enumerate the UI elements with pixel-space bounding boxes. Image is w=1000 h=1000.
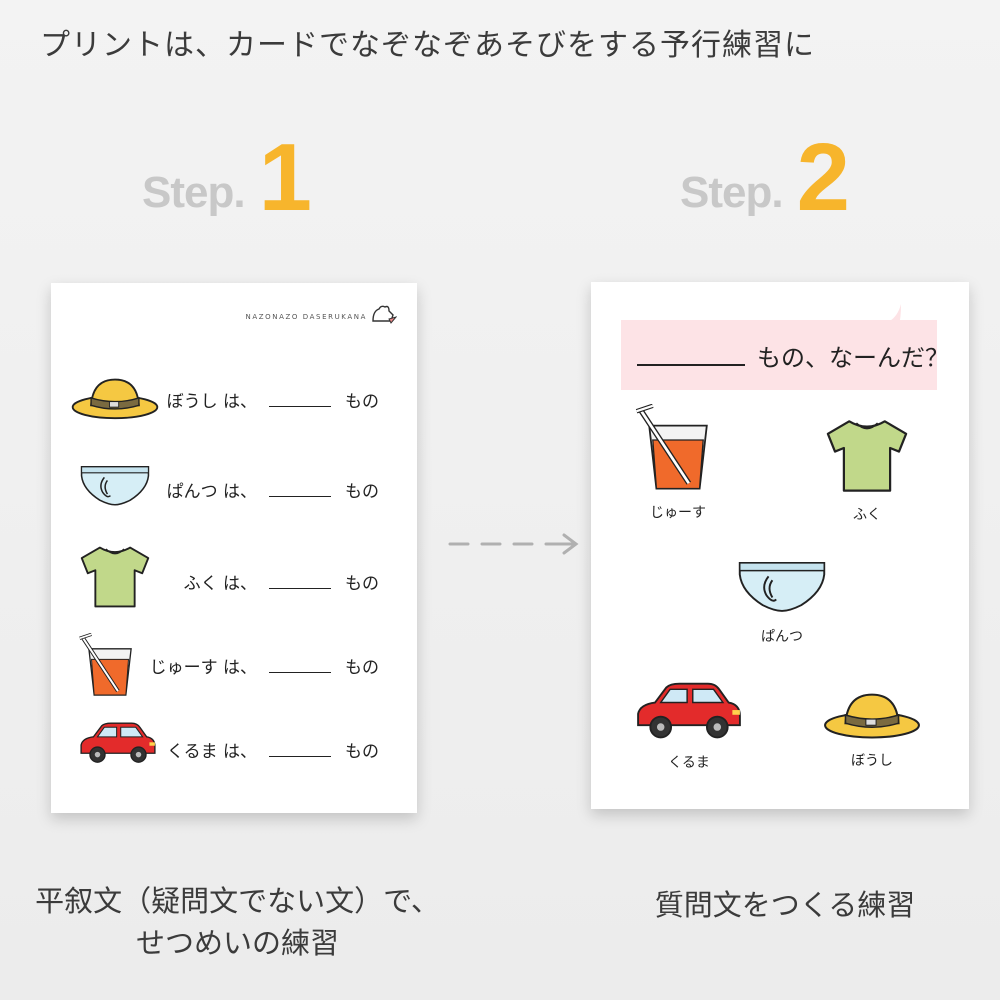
particle: は、 [223, 574, 257, 594]
list-item: ぱんつ は、 もの [51, 459, 417, 519]
list-item: ふく は、 もの [51, 551, 417, 611]
step-2-heading: Step. 2 [680, 130, 850, 226]
particle: は、 [223, 392, 257, 412]
card-item: ぼうし [821, 686, 923, 770]
sentence: じゅーす は、 もの [150, 653, 379, 678]
card-item: くるま [631, 678, 747, 772]
card-item: ぱんつ [734, 554, 830, 646]
list-item: くるま は、 もの [51, 719, 417, 779]
suffix: もの [345, 482, 379, 502]
answer-blank[interactable] [269, 482, 331, 497]
step-1-heading: Step. 1 [142, 130, 312, 226]
item-label: くるま [668, 755, 710, 771]
sentence: ぼうし は、 もの [167, 387, 379, 412]
item-word: ぼうし [166, 392, 218, 412]
particle: は、 [223, 742, 257, 762]
particle: は、 [223, 658, 257, 678]
particle: は、 [223, 482, 257, 502]
question-bubble: もの、なーんだ？ [621, 320, 949, 390]
item-word: ふく [183, 574, 218, 594]
item-label: ふく [853, 507, 881, 523]
shirt-icon [77, 543, 153, 611]
step-word: Step. [680, 168, 784, 217]
car-icon [77, 717, 159, 769]
sentence: ふく は、 もの [184, 569, 379, 594]
item-word: くるま [166, 742, 218, 762]
step-2-caption: 質問文をつくる練習 [654, 888, 916, 922]
item-label: ぼうし [851, 753, 893, 769]
answer-blank[interactable] [269, 392, 331, 407]
suffix: もの [345, 658, 379, 678]
step-1-caption: 平叙文（疑問文でない文）で、 せつめいの練習 [0, 880, 475, 964]
header-title: プリントは、カードでなぞなぞあそびをする予行練習に [40, 28, 815, 63]
caption-line: せつめいの練習 [135, 926, 339, 960]
juice-icon [73, 633, 147, 699]
item-label: じゅーす [650, 505, 706, 521]
card-item: じゅーす [631, 404, 725, 522]
item-word: ぱんつ [166, 482, 218, 502]
dinosaur-icon [372, 305, 397, 324]
juice-icon [631, 404, 725, 494]
sentence: くるま は、 もの [167, 737, 379, 762]
hat-icon [69, 369, 161, 425]
list-item: ぼうし は、 もの [51, 369, 417, 429]
step-word: Step. [142, 168, 246, 217]
suffix: もの [345, 742, 379, 762]
pants-icon [734, 554, 830, 618]
answer-blank[interactable] [269, 742, 331, 757]
step-number: 1 [258, 124, 312, 231]
worksheet-print: NAZONAZO DASERUKANA ぼうし は、 もの ぱんつ は、 もの … [51, 283, 417, 813]
answer-blank[interactable] [637, 344, 745, 366]
suffix: もの [345, 392, 379, 412]
car-icon [631, 678, 747, 744]
arrow-right-icon [448, 533, 579, 555]
brand-label: NAZONAZO DASERUKANA [245, 313, 367, 321]
pants-icon [77, 459, 153, 511]
question-text: もの、なーんだ？ [757, 344, 949, 372]
sentence: ぱんつ は、 もの [167, 477, 379, 502]
question-card: もの、なーんだ？ じゅーす ふく ぱんつ くるま ぼうし [591, 282, 969, 809]
bubble-tail [883, 304, 901, 324]
shirt-icon [819, 416, 915, 496]
hat-icon [821, 686, 923, 742]
answer-blank[interactable] [269, 574, 331, 589]
caption-line: 平叙文（疑問文でない文）で、 [35, 884, 440, 918]
answer-blank[interactable] [269, 658, 331, 673]
list-item: じゅーす は、 もの [51, 635, 417, 695]
card-item: ふく [819, 416, 915, 524]
item-label: ぱんつ [761, 629, 803, 645]
step-number: 2 [796, 124, 850, 231]
suffix: もの [345, 574, 379, 594]
item-word: じゅーす [149, 658, 218, 678]
